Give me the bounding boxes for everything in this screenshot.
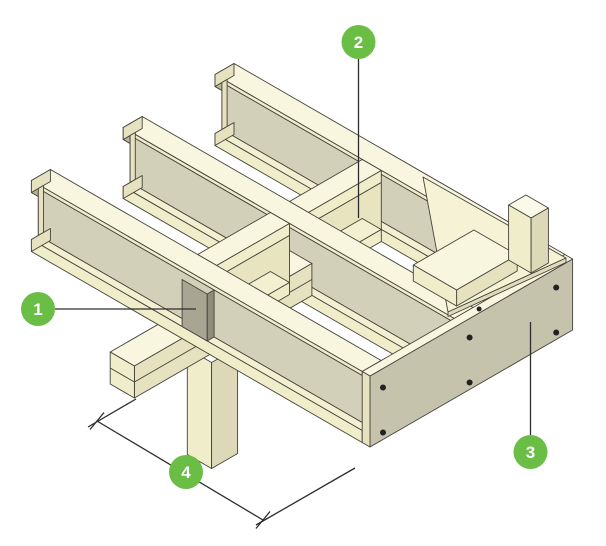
callout-4-circle (169, 455, 203, 489)
callout-3: 3 (513, 435, 548, 469)
leader-lines (55, 59, 532, 435)
callout-2-circle (341, 25, 376, 59)
callout-1-number: 1 (33, 300, 42, 319)
web-stiffener (181, 279, 215, 342)
rim-board (361, 254, 574, 448)
front-i-joist (30, 169, 382, 443)
callout-3-number: 3 (526, 443, 535, 462)
dimension-tick-right (255, 511, 271, 529)
callout-1-circle (21, 292, 55, 326)
callout-2: 2 (341, 25, 376, 59)
callout-4: 4 (169, 455, 203, 489)
wall-stud (508, 194, 549, 274)
rim-fastener-dots (380, 284, 560, 436)
dimension-tick-left (89, 412, 105, 430)
callout-2-number: 2 (354, 33, 363, 52)
callout-3-circle (513, 435, 548, 469)
callout-4-number: 4 (181, 463, 191, 482)
extension-line-right (255, 467, 356, 526)
callout-1: 1 (21, 292, 55, 326)
support-post (186, 347, 239, 469)
